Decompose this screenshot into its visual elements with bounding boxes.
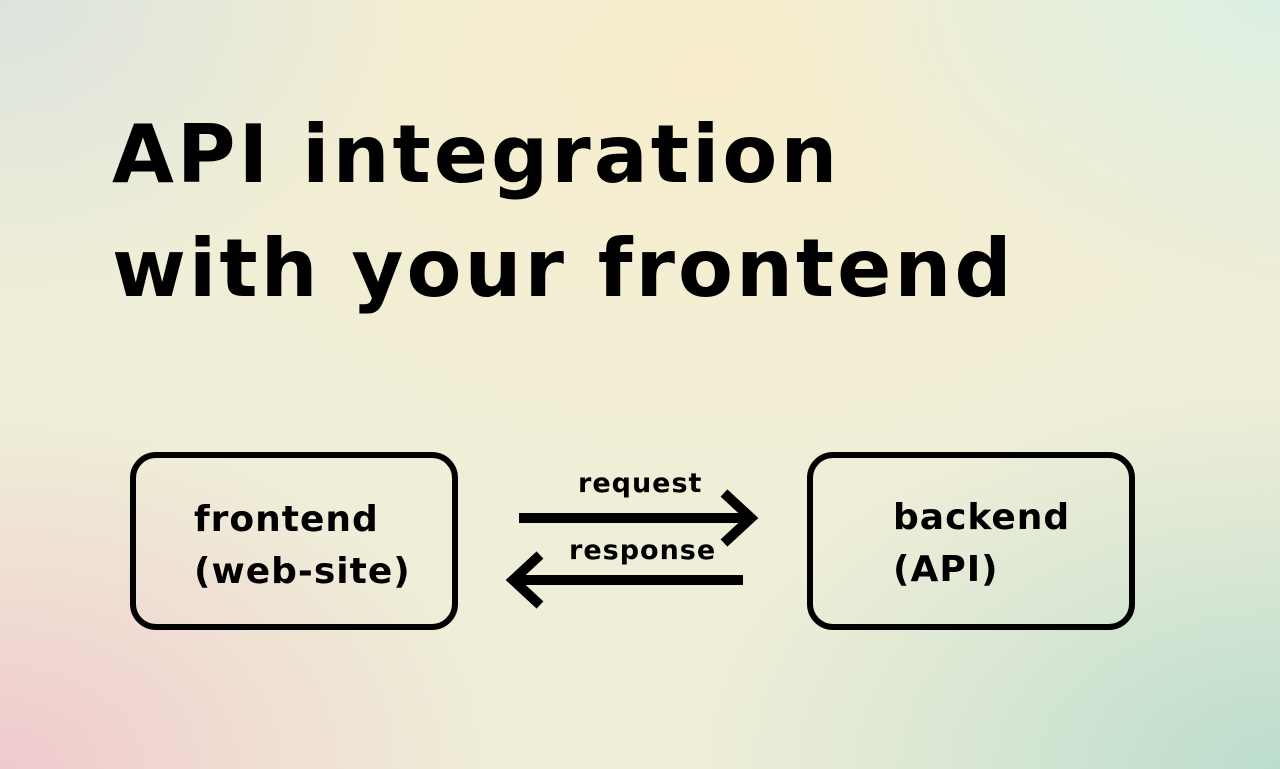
backend-label-line-2: (API) [893,549,999,590]
request-arrow [519,489,759,547]
backend-label-line-1: backend [893,497,1071,538]
backend-label: backend (API) [893,492,1070,596]
response-label: response [569,535,717,566]
frontend-box: frontend (web-site) [130,452,458,630]
title-line-2: with your frontend [112,222,1015,315]
frontend-label-line-2: (web-site) [194,551,411,592]
page-title: API integration with your frontend [112,98,1015,326]
frontend-label: frontend (web-site) [194,494,411,598]
request-label: request [578,468,703,499]
frontend-label-line-1: frontend [194,499,379,540]
title-line-1: API integration [112,108,841,201]
response-arrow [505,551,743,609]
backend-box: backend (API) [807,452,1135,630]
